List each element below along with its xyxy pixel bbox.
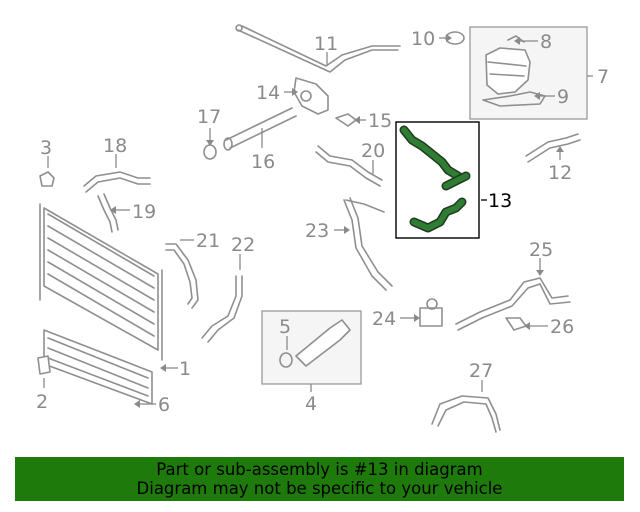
svg-text:3: 3 xyxy=(40,137,52,159)
svg-text:21: 21 xyxy=(196,230,220,252)
callout-6: 6 xyxy=(134,394,170,416)
condenser xyxy=(43,329,153,405)
part-17-oring xyxy=(203,144,217,160)
part-22-hose xyxy=(201,275,243,343)
part-3-cap xyxy=(39,171,55,187)
svg-text:8: 8 xyxy=(540,31,552,53)
callout-16: 16 xyxy=(251,128,275,173)
svg-text:9: 9 xyxy=(557,86,569,108)
banner-line-1: Part or sub-assembly is #13 in diagram xyxy=(156,460,483,479)
callout-27: 27 xyxy=(469,360,493,392)
part-4-box xyxy=(261,310,362,385)
callout-19: 19 xyxy=(110,201,156,223)
callout-7: 7 xyxy=(587,66,609,88)
callout-17: 17 xyxy=(197,106,221,146)
callout-1: 1 xyxy=(160,358,191,380)
part-2-mount xyxy=(37,355,51,375)
svg-text:20: 20 xyxy=(361,140,385,162)
callout-14: 14 xyxy=(256,82,298,104)
svg-text:22: 22 xyxy=(231,234,255,256)
part-19-hose xyxy=(97,193,119,233)
part-11-pipe xyxy=(235,24,401,73)
callout-9: 9 xyxy=(534,86,569,108)
svg-text:24: 24 xyxy=(372,308,396,330)
svg-text:12: 12 xyxy=(548,162,572,184)
part-26-sensor xyxy=(505,317,527,331)
svg-text:7: 7 xyxy=(597,66,609,88)
part-24-valve xyxy=(419,298,443,327)
part-23-hose xyxy=(343,197,393,291)
svg-text:23: 23 xyxy=(305,220,329,242)
part-7-reservoir-box xyxy=(469,26,588,120)
svg-text:13: 13 xyxy=(488,190,512,212)
callout-22: 22 xyxy=(231,234,255,270)
svg-text:27: 27 xyxy=(469,360,493,382)
callout-12: 12 xyxy=(548,146,572,184)
part-21-hose xyxy=(165,243,199,309)
svg-text:1: 1 xyxy=(179,358,191,380)
callout-23: 23 xyxy=(305,220,350,242)
part-16-tube xyxy=(223,107,297,151)
svg-text:6: 6 xyxy=(158,394,170,416)
radiator xyxy=(39,203,163,361)
callout-11: 11 xyxy=(314,33,338,66)
callout-24: 24 xyxy=(372,308,420,330)
svg-text:25: 25 xyxy=(529,239,553,261)
info-banner: Part or sub-assembly is #13 in diagram D… xyxy=(15,457,624,501)
svg-text:10: 10 xyxy=(411,28,435,50)
callout-13: 13 xyxy=(481,190,512,212)
part-25-hose xyxy=(455,277,571,331)
svg-text:11: 11 xyxy=(314,33,338,55)
callout-3: 3 xyxy=(40,137,52,168)
svg-text:2: 2 xyxy=(36,391,48,413)
svg-text:4: 4 xyxy=(305,393,317,415)
callout-5: 5 xyxy=(279,316,291,350)
svg-text:5: 5 xyxy=(279,316,291,338)
callout-26: 26 xyxy=(524,316,574,338)
part-12-hose xyxy=(525,133,581,163)
banner-line-2: Diagram may not be specific to your vehi… xyxy=(136,479,503,498)
callout-2: 2 xyxy=(36,378,48,413)
svg-text:14: 14 xyxy=(256,82,280,104)
callout-21: 21 xyxy=(180,230,220,252)
callout-4: 4 xyxy=(305,384,317,415)
part-27-hose xyxy=(431,395,501,433)
callout-8: 8 xyxy=(514,31,552,53)
part-13-hose xyxy=(399,125,471,233)
part-18-hose xyxy=(83,171,151,193)
svg-text:15: 15 xyxy=(368,110,392,132)
svg-text:18: 18 xyxy=(103,135,127,157)
callout-10: 10 xyxy=(411,28,452,50)
part-20-hose xyxy=(315,145,383,187)
callout-20: 20 xyxy=(361,140,385,174)
svg-text:17: 17 xyxy=(197,106,221,128)
svg-text:19: 19 xyxy=(132,201,156,223)
callout-15: 15 xyxy=(354,110,392,132)
callout-18: 18 xyxy=(103,135,127,168)
svg-text:16: 16 xyxy=(251,151,275,173)
part-15-gasket xyxy=(335,113,357,127)
part-14-housing xyxy=(293,77,329,115)
svg-text:26: 26 xyxy=(550,316,574,338)
callout-25: 25 xyxy=(529,239,553,276)
